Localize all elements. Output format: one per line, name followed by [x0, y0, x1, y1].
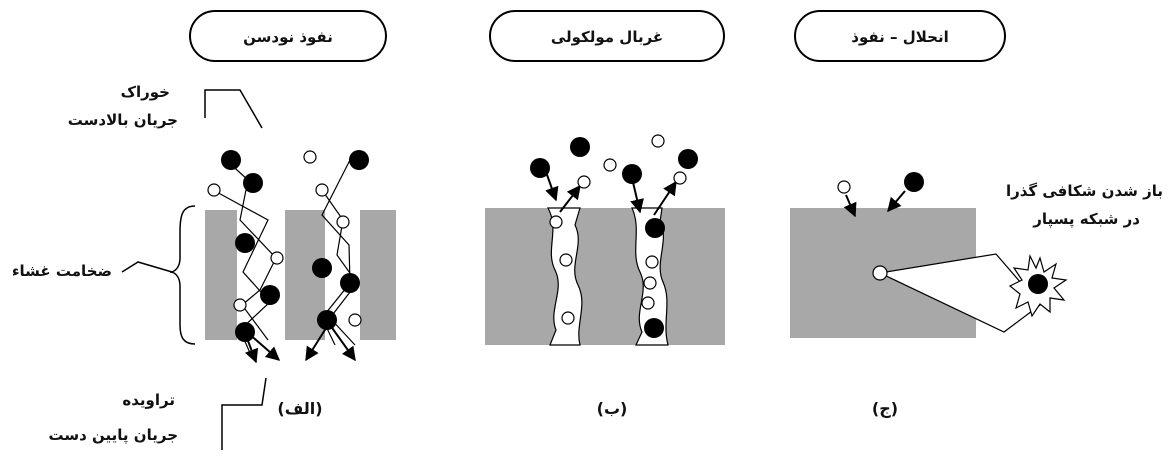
large-molecule: [645, 218, 665, 238]
small-molecule: [207, 183, 221, 197]
large-molecule: [221, 150, 241, 170]
large-molecule: [644, 318, 664, 338]
panel-solution-diffusion: باز شدن شکافی گذرا در شبکه پسپار (ج): [790, 172, 1163, 418]
feed-arrow: [545, 171, 559, 202]
small-molecule: [559, 253, 573, 267]
small-molecule: [315, 183, 329, 197]
thickness-brace: [169, 205, 196, 345]
membrane-bar: [205, 210, 237, 340]
small-molecule: [641, 296, 655, 310]
panel-molecular-sieve: (ب): [485, 134, 725, 418]
title-molecular-sieve: غربال مولکولی: [489, 10, 725, 62]
caption-sieve: (ب): [597, 399, 628, 418]
large-molecule: [312, 258, 332, 278]
feed-arrow: [887, 190, 906, 213]
large-molecule: [349, 150, 369, 170]
permeate-arrow: [305, 324, 329, 362]
large-molecule: [622, 164, 642, 184]
small-molecule: [549, 215, 563, 229]
small-molecule: [348, 313, 362, 327]
title-knudsen-text: نفوذ نودسن: [243, 28, 333, 46]
large-molecule: [1028, 274, 1048, 294]
caption-knudsen: (الف): [277, 399, 322, 418]
downstream-label: جریان پایین دست: [49, 426, 179, 445]
small-molecule: [872, 265, 888, 281]
thickness-leader-line: [121, 261, 173, 273]
small-molecule: [837, 180, 851, 194]
membrane-channel: [546, 207, 583, 346]
large-molecule: [340, 273, 360, 293]
large-molecule: [904, 172, 924, 192]
reflect-arrow: [653, 180, 677, 216]
large-molecule: [260, 285, 280, 305]
small-molecule: [643, 276, 657, 290]
small-molecule: [673, 171, 687, 185]
large-molecule: [678, 149, 698, 169]
title-solution-diffusion: انحلال – نفوذ: [794, 10, 1006, 62]
small-molecule: [577, 175, 591, 189]
large-molecule: [235, 233, 255, 253]
permeate-arrow: [329, 324, 356, 362]
caption-solution: (ج): [872, 399, 898, 418]
large-molecule: [243, 173, 263, 193]
upstream-label: جریان بالادست: [68, 111, 178, 129]
small-molecule: [603, 158, 617, 172]
small-molecule: [561, 311, 575, 325]
membrane-bar: [360, 210, 396, 340]
small-molecule: [270, 251, 284, 265]
downstream-leader-line: [221, 377, 267, 450]
small-molecule: [651, 134, 665, 148]
large-molecule: [235, 322, 255, 342]
large-molecule: [570, 137, 590, 157]
small-molecule: [645, 255, 659, 269]
small-molecule: [336, 215, 350, 229]
thickness-label: ضخامت غشاء: [12, 262, 112, 280]
transient-gap-label-line1: باز شدن شکافی گذرا: [1006, 182, 1163, 200]
title-knudsen: نفوذ نودسن: [189, 10, 387, 62]
small-molecule: [233, 298, 247, 312]
permeate-label: تراویده: [122, 391, 175, 409]
membrane-block: [485, 208, 725, 345]
large-molecule: [530, 158, 550, 178]
panel-knudsen: (الف): [205, 150, 396, 418]
upstream-leader-line: [204, 89, 263, 129]
transient-gap-label-line2: در شبکه پسپار: [1032, 210, 1140, 229]
small-molecule: [303, 150, 317, 164]
feed-arrow: [843, 194, 857, 218]
title-sieve-text: غربال مولکولی: [551, 28, 663, 46]
large-molecule: [317, 310, 337, 330]
feed-label: خوراک: [121, 83, 170, 101]
reflect-arrow: [559, 184, 581, 213]
title-solution-text: انحلال – نفوذ: [851, 28, 948, 46]
